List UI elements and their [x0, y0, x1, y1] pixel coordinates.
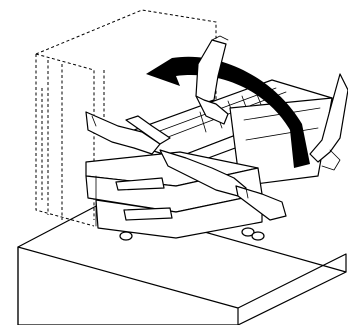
caster-wheel	[252, 232, 264, 240]
left-hand	[86, 112, 170, 154]
caster-wheel	[120, 232, 132, 240]
